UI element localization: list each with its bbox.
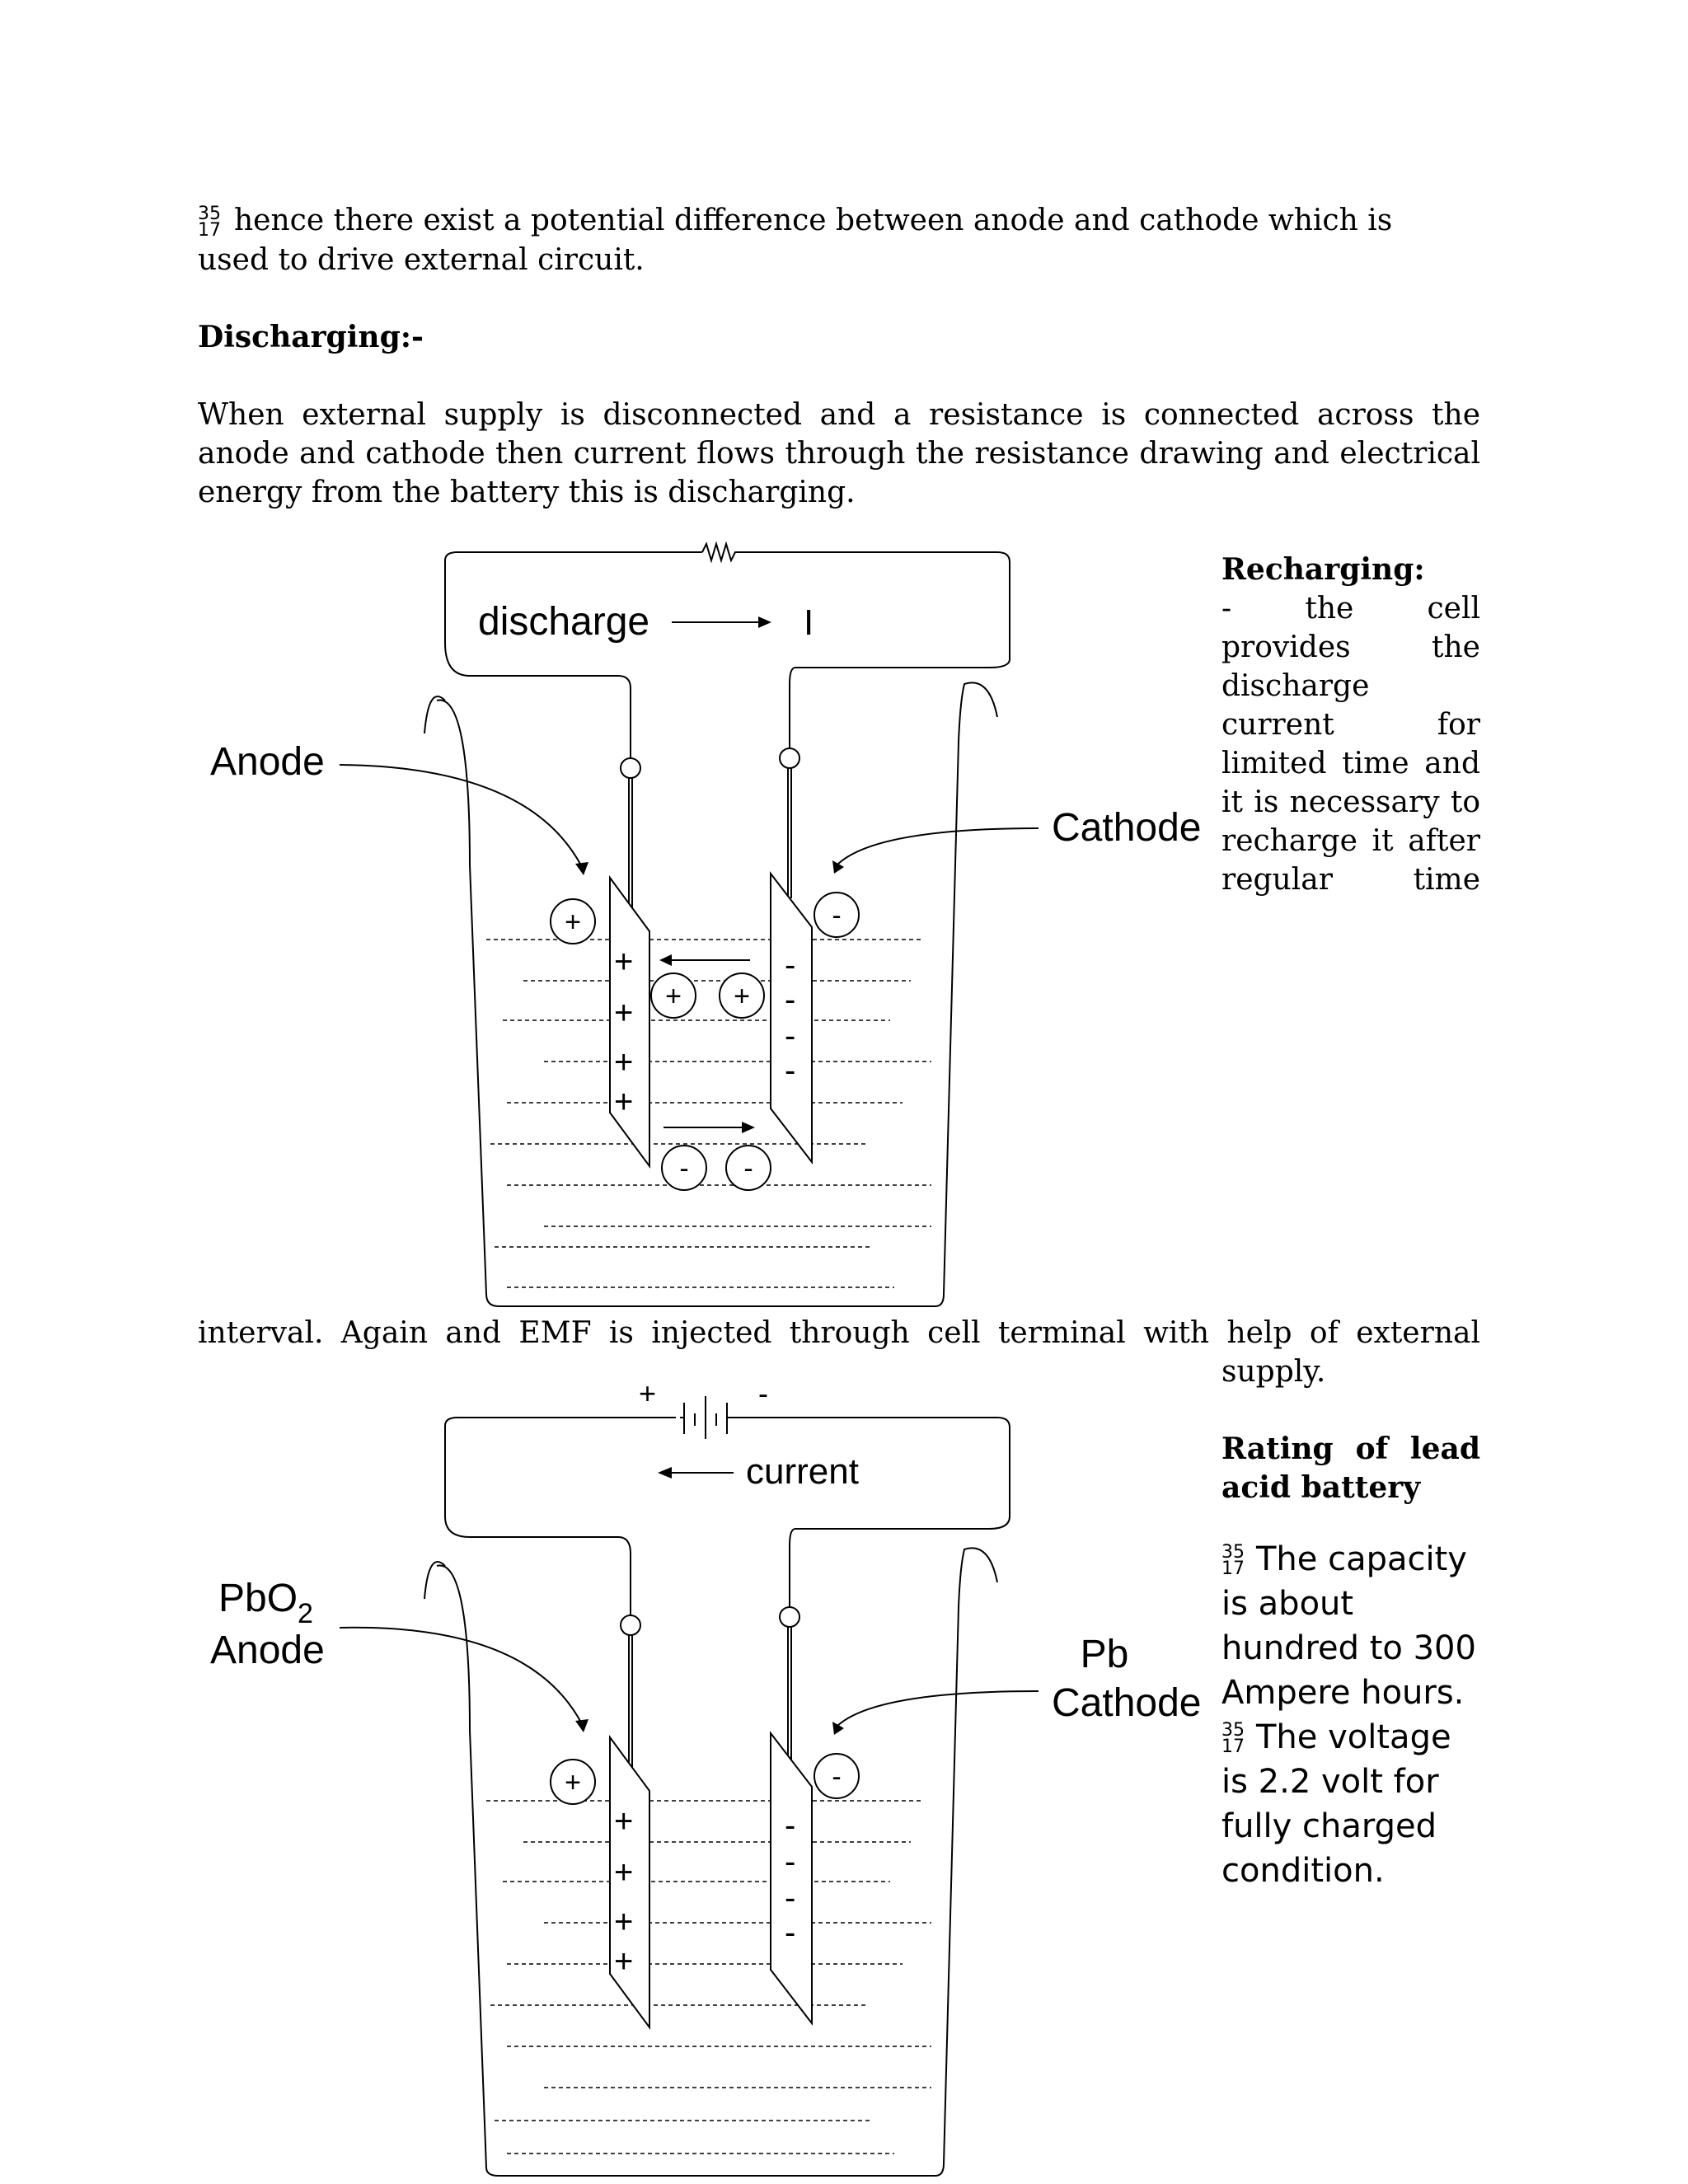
ion-minus: -	[832, 1761, 841, 1793]
ion-plus: +	[665, 981, 682, 1012]
battery-plus: +	[639, 1376, 656, 1410]
plate-minus: -	[785, 1807, 795, 1844]
charging-diagram: + - current PbO2 Anode Pb Cathode + + + …	[210, 1376, 1201, 2177]
plate-plus: +	[614, 995, 633, 1031]
anode-formula: PbO2	[218, 1577, 313, 1629]
ion-plus: +	[734, 981, 750, 1012]
cathode-label: Cathode	[1052, 1681, 1201, 1725]
ion-minus: -	[832, 900, 841, 931]
current-symbol: I	[804, 602, 814, 643]
rating-item-line: Ampere hours.	[1221, 1674, 1465, 1712]
plate-minus: -	[785, 982, 795, 1018]
recharging-line: current for	[1221, 708, 1480, 742]
rating-item-line: hundred to 300	[1221, 1629, 1476, 1667]
discharging-line-3: energy from the battery this is discharg…	[198, 476, 856, 509]
anode-label: Anode	[210, 740, 325, 784]
ion-plus: +	[565, 907, 581, 938]
recharging-heading: Recharging:	[1221, 552, 1425, 587]
rating-item-line: condition.	[1221, 1852, 1385, 1890]
rating-item-line: is 2.2 volt for	[1221, 1763, 1439, 1801]
discharge-label: discharge	[478, 600, 649, 644]
plate-plus: +	[614, 1854, 633, 1891]
recharging-line: provides the	[1221, 630, 1480, 664]
current-label: current	[746, 1451, 859, 1492]
recharging-supply: supply.	[1221, 1355, 1326, 1389]
ion-minus: -	[743, 1153, 753, 1184]
discharging-heading: Discharging:-	[198, 320, 424, 354]
plate-plus: +	[614, 944, 633, 980]
plate-minus: -	[785, 1844, 795, 1880]
recharging-line: limited time and	[1221, 747, 1480, 780]
plate-minus: -	[785, 1018, 795, 1054]
plate-plus: +	[614, 1044, 633, 1080]
discharging-line-2: anode and cathode then current flows thr…	[198, 437, 1480, 471]
plate-minus: -	[785, 1880, 795, 1916]
plate-plus: +	[614, 1084, 633, 1120]
ion-plus: +	[565, 1767, 581, 1798]
recharging-block: Recharging: - the cell provides the disc…	[1221, 551, 1480, 899]
intro-line-2: used to drive external circuit.	[198, 243, 645, 277]
plate-plus: +	[614, 1943, 633, 1980]
rating-item-line: is about	[1221, 1585, 1354, 1623]
rating-item-line: fully charged	[1221, 1807, 1437, 1845]
plate-minus: -	[785, 1052, 795, 1089]
discharge-diagram: discharge I Anode Cathode + + + + - - - …	[210, 541, 1201, 1307]
ion-minus: -	[679, 1153, 688, 1184]
recharging-line: regular time	[1221, 863, 1480, 897]
plate-minus: -	[785, 1915, 795, 1951]
rating-heading-2: acid battery	[1221, 1470, 1421, 1505]
recharging-line: discharge	[1221, 669, 1370, 703]
discharging-line-1: When external supply is disconnected and…	[198, 398, 1480, 432]
rating-heading-1: Rating of lead	[1221, 1432, 1480, 1466]
recharging-line: it is necessary to	[1221, 785, 1480, 819]
anode-label: Anode	[210, 1629, 325, 1672]
plate-plus: +	[614, 1904, 633, 1940]
cathode-label: Cathode	[1052, 806, 1201, 850]
battery-minus: -	[758, 1376, 768, 1410]
cathode-formula: Pb	[1081, 1633, 1129, 1676]
recharging-line: recharge it after	[1221, 824, 1480, 858]
plate-minus: -	[785, 947, 795, 983]
plate-plus: +	[614, 1803, 633, 1840]
recharging-continuation: interval. Again and EMF is injected thro…	[198, 1316, 1480, 1350]
recharging-line: - the cell	[1221, 592, 1480, 626]
